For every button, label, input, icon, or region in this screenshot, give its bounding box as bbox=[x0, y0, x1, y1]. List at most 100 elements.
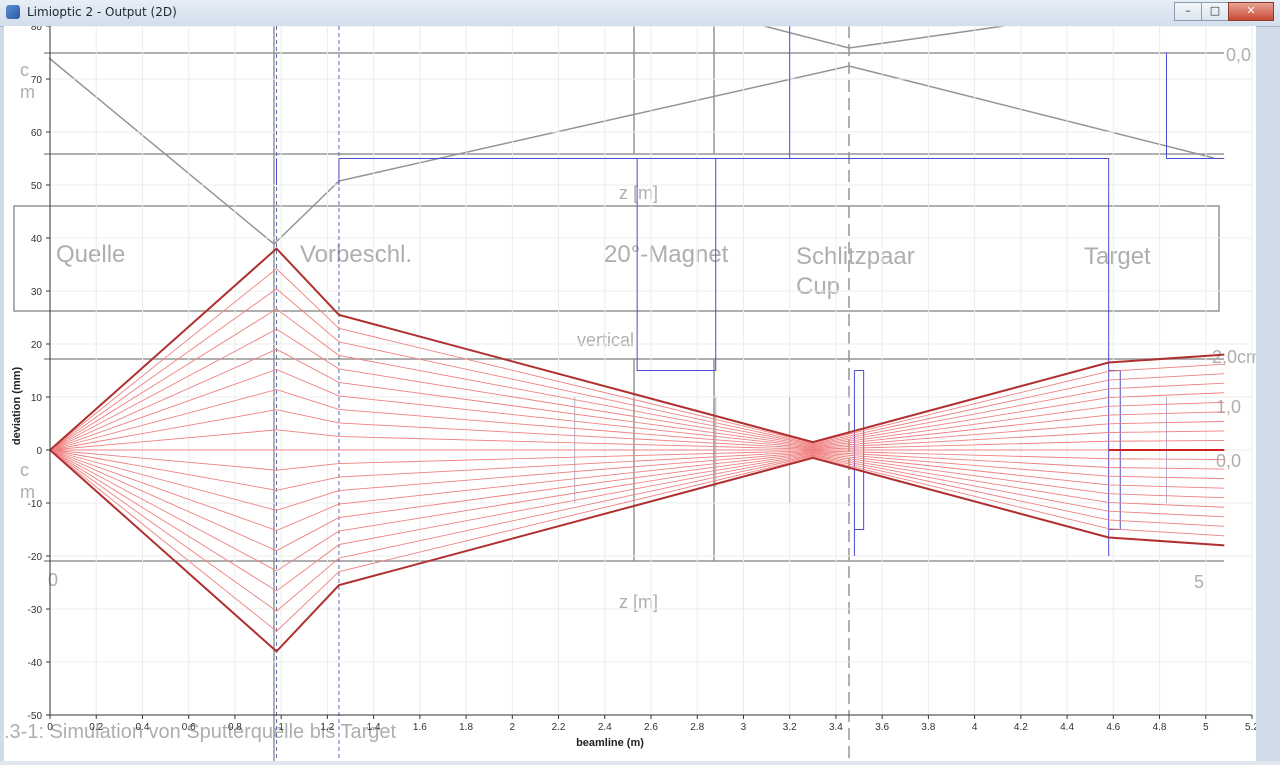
x-tick-label: 0.4 bbox=[136, 722, 150, 733]
x-tick-label: 5.2 bbox=[1245, 722, 1256, 733]
scan-label: Schlitzpaar bbox=[796, 243, 915, 270]
scan-label: 0,0 bbox=[1226, 45, 1251, 65]
ray-trace bbox=[49, 328, 1225, 451]
scan-label: c bbox=[20, 460, 29, 480]
x-tick-label: 4.8 bbox=[1153, 722, 1167, 733]
close-button[interactable]: ✕ bbox=[1228, 2, 1274, 21]
y-axis-label: deviation (mm) bbox=[11, 367, 23, 446]
ray-trace bbox=[49, 449, 1225, 532]
beam-envelope bbox=[49, 247, 1225, 451]
ray-trace bbox=[49, 449, 1225, 491]
x-tick-label: 1.6 bbox=[413, 722, 427, 733]
ray-trace bbox=[49, 449, 1225, 632]
close-icon: ✕ bbox=[1246, 4, 1256, 17]
beam-rays bbox=[49, 247, 1225, 653]
y-tick-label: 70 bbox=[31, 75, 43, 86]
x-tick-label: 0.8 bbox=[228, 722, 242, 733]
x-tick-label: 1.8 bbox=[459, 722, 473, 733]
y-tick-label: 20 bbox=[31, 340, 43, 351]
y-tick-label: 10 bbox=[31, 393, 43, 404]
x-tick-label: 1 bbox=[278, 722, 284, 733]
ray-trace bbox=[49, 268, 1225, 451]
ray-trace bbox=[49, 348, 1225, 451]
x-tick-label: 1.4 bbox=[367, 722, 381, 733]
x-tick-label: 3.2 bbox=[783, 722, 797, 733]
y-tick-label: 80 bbox=[31, 26, 43, 33]
scan-label: 2,0cm bbox=[1212, 347, 1256, 367]
scan-label: 5 bbox=[1194, 572, 1204, 592]
scan-label: 0 bbox=[48, 570, 58, 590]
scan-label: m bbox=[20, 482, 35, 502]
aperture-outline bbox=[636, 158, 717, 371]
x-tick-label: 4.2 bbox=[1014, 722, 1028, 733]
ray-trace bbox=[49, 449, 1225, 612]
ray-trace bbox=[49, 449, 1225, 592]
x-tick-label: 0.6 bbox=[182, 722, 196, 733]
scan-label: 0,0 bbox=[1216, 451, 1241, 471]
scan-label: m bbox=[20, 82, 35, 102]
x-tick-label: 4.6 bbox=[1106, 722, 1120, 733]
y-tick-label: -30 bbox=[28, 605, 43, 616]
beam-chart[interactable]: Quelle Vorbeschl. 20°-Magnet Schlitzpaar… bbox=[4, 22, 1261, 761]
scan-label: c bbox=[20, 60, 29, 80]
x-tick-label: 3.6 bbox=[875, 722, 889, 733]
app-icon bbox=[6, 5, 20, 19]
x-tick-label: 3.8 bbox=[921, 722, 935, 733]
x-tick-label: 1.2 bbox=[320, 722, 334, 733]
x-tick-label: 2.4 bbox=[598, 722, 612, 733]
window-title: Limioptic 2 - Output (2D) bbox=[27, 5, 177, 19]
y-tick-label: -10 bbox=[28, 499, 43, 510]
minimize-icon: – bbox=[1185, 4, 1191, 17]
y-tick-label: -40 bbox=[28, 658, 43, 669]
x-tick-label: 3.4 bbox=[829, 722, 843, 733]
beam-envelope bbox=[49, 449, 1225, 653]
scan-caption: .3-1: Simulation von Sputterquelle bis T… bbox=[4, 721, 397, 743]
scan-label: 20°-Magnet bbox=[604, 241, 729, 268]
y-tick-label: 50 bbox=[31, 181, 43, 192]
maximize-icon: □ bbox=[1209, 4, 1221, 17]
x-tick-label: 2.6 bbox=[644, 722, 658, 733]
x-tick-label: 0.2 bbox=[89, 722, 103, 733]
x-tick-label: 2.2 bbox=[552, 722, 566, 733]
aperture-outline bbox=[338, 158, 1110, 556]
window-controls: – □ ✕ bbox=[1174, 2, 1274, 21]
x-tick-label: 0 bbox=[47, 722, 53, 733]
scan-label: z [m] bbox=[619, 183, 658, 203]
x-tick-label: 2 bbox=[510, 722, 516, 733]
x-tick-label: 4 bbox=[972, 722, 978, 733]
minimize-button[interactable]: – bbox=[1174, 2, 1202, 21]
y-tick-label: -20 bbox=[28, 552, 43, 563]
x-tick-label: 2.8 bbox=[690, 722, 704, 733]
y-tick-label: -50 bbox=[28, 711, 43, 722]
ray-trace bbox=[49, 449, 1225, 653]
x-tick-label: 3 bbox=[741, 722, 747, 733]
ray-trace bbox=[49, 449, 1225, 511]
axes: 0 0.2 0.4 0.6 0.8 1 1.2 1.4 1.6 1.8 2 2.2 2.4 2.6 2.8 3… bbox=[28, 22, 1260, 733]
ray-trace bbox=[49, 389, 1225, 451]
y-tick-label: 60 bbox=[31, 128, 43, 139]
plot-area[interactable]: Quelle Vorbeschl. 20°-Magnet Schlitzpaar… bbox=[4, 22, 1261, 761]
x-axis-label: beamline (m) bbox=[576, 737, 644, 749]
y-tick-label: 40 bbox=[31, 234, 43, 245]
y-tick-label: 0 bbox=[36, 446, 42, 457]
scan-label: 1,0 bbox=[1216, 397, 1241, 417]
scan-label: z [m] bbox=[619, 592, 658, 612]
title-bar[interactable]: Limioptic 2 - Output (2D) – □ ✕ bbox=[0, 0, 1280, 27]
scan-label: Vorbeschl. bbox=[300, 241, 412, 268]
ray-trace bbox=[49, 449, 1225, 552]
maximize-button[interactable]: □ bbox=[1201, 2, 1229, 21]
ray-trace bbox=[49, 449, 1225, 471]
scan-label: Cup bbox=[796, 273, 840, 300]
y-tick-label: 30 bbox=[31, 287, 43, 298]
x-tick-label: 4.4 bbox=[1060, 722, 1074, 733]
background-scan: Quelle Vorbeschl. 20°-Magnet Schlitzpaar… bbox=[4, 25, 1261, 761]
scan-label: Target bbox=[1084, 243, 1151, 270]
ray-trace bbox=[49, 368, 1225, 451]
scan-label: vertical bbox=[577, 330, 634, 350]
ray-trace bbox=[49, 429, 1225, 451]
ray-trace bbox=[49, 308, 1225, 451]
ray-trace bbox=[49, 288, 1225, 451]
scan-label: Quelle bbox=[56, 241, 125, 268]
ray-trace bbox=[49, 449, 1225, 572]
